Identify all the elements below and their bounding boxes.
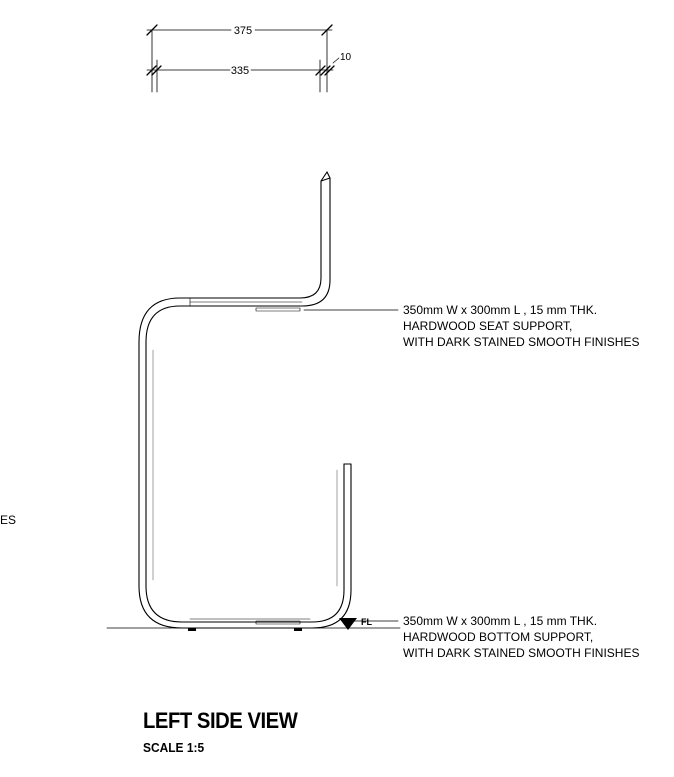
bottom-support-annotation: 350mm W x 300mm L , 15 mm THK. HARDWOOD … [403, 613, 639, 661]
dimension-tick [315, 65, 326, 76]
dimension-tick [320, 65, 331, 76]
chair-foot-glide [294, 628, 302, 631]
view-title: LEFT SIDE VIEW [143, 708, 298, 733]
dimension-tick [146, 65, 157, 76]
dimension-offset-value: 10 [340, 52, 352, 63]
dimension-leader [332, 57, 340, 64]
seat-annotation-line-3: WITH DARK STAINED SMOOTH FINISHES [403, 335, 640, 349]
floor-level-label: FL [361, 617, 372, 627]
dimension-tick [151, 65, 162, 76]
seat-annotation-line-1: 350mm W x 300mm L , 15 mm THK. [403, 303, 598, 317]
chair-frame-outer-edge [145, 171, 345, 623]
dimension-inner-value: 335 [231, 65, 249, 77]
bottom-board-edge [255, 620, 301, 625]
bottom-annotation-line-2: HARDWOOD BOTTOM SUPPORT, [403, 630, 594, 644]
chair-frame-inner-offset [152, 349, 338, 587]
seat-annotation-line-2: HARDWOOD SEAT SUPPORT, [403, 319, 573, 333]
dimension-overall [146, 24, 333, 93]
bottom-annotation-line-3: WITH DARK STAINED SMOOTH FINISHES [403, 646, 640, 660]
seat-support-board [189, 297, 303, 312]
seat-support-annotation: 350mm W x 300mm L , 15 mm THK. HARDWOOD … [403, 302, 639, 350]
floor-level-marker-icon [339, 618, 357, 630]
cropped-side-text: ES [0, 513, 17, 527]
dimension-tick [324, 65, 335, 76]
dimension-tick [146, 24, 158, 36]
chair-top-cap [320, 177, 331, 182]
chair-foot-glide [188, 628, 196, 631]
dimension-tick [321, 24, 333, 36]
chair-frame-inner-edge [138, 171, 352, 629]
view-scale: SCALE 1:5 [143, 740, 205, 755]
bottom-support-board [189, 618, 311, 625]
dimension-inner [146, 57, 340, 93]
seat-board-edge [255, 307, 301, 312]
dimension-overall-value: 375 [234, 25, 252, 37]
bottom-annotation-line-1: 350mm W x 300mm L , 15 mm THK. [403, 614, 598, 628]
